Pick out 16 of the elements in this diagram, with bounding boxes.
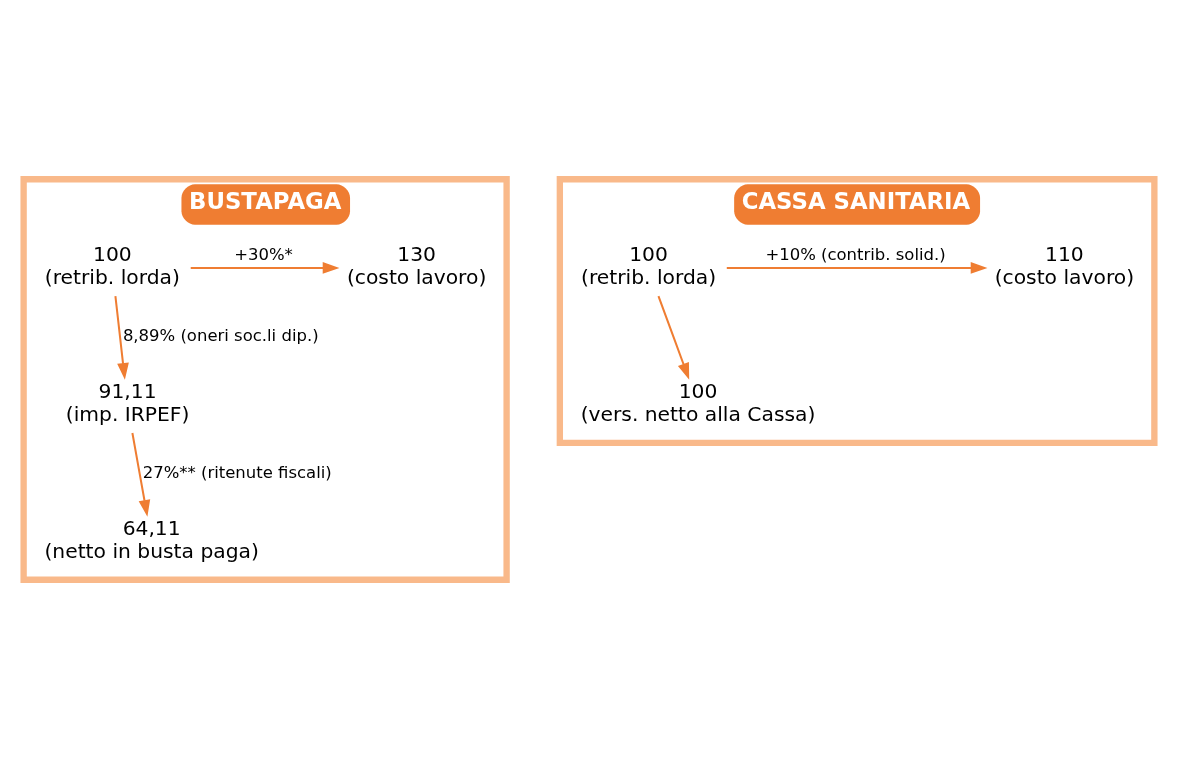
- arrow: [657, 295, 690, 380]
- node-text: 100 (retrib. lorda): [44, 242, 180, 290]
- arrow: [131, 432, 151, 517]
- edge-label: 27%** (ritenute fiscali): [142, 462, 332, 482]
- edge-label: +10% (contrib. solid.): [765, 244, 946, 264]
- node-text: 64,11 (netto in busta paga): [44, 516, 259, 563]
- node-text: 100 (vers. netto alla Cassa): [580, 379, 816, 427]
- arrow: [726, 262, 988, 274]
- arrow: [190, 262, 340, 274]
- node-text: 91,11 (imp. IRPEF): [65, 379, 190, 427]
- node-text: 130 (costo lavoro): [346, 242, 487, 290]
- node-text: 110 (costo lavoro): [994, 242, 1135, 290]
- edge-label: +30%*: [234, 244, 293, 264]
- arrow: [114, 295, 129, 380]
- node-text: 100 (retrib. lorda): [581, 242, 717, 290]
- edge-label: 8,89% (oneri soc.li dip.): [122, 325, 319, 345]
